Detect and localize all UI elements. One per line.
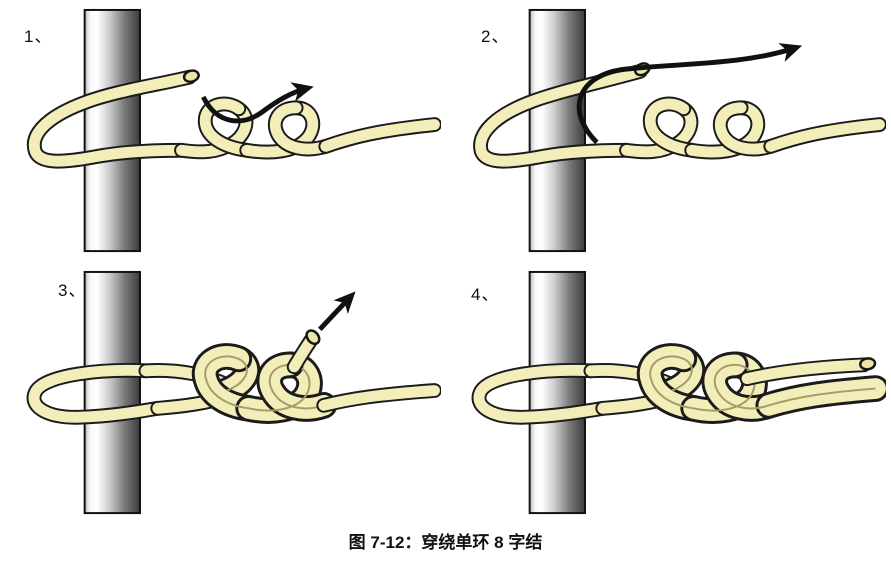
- step-1-illustration: [26, 8, 441, 253]
- pole: [528, 270, 586, 515]
- step-1-label: 1、: [24, 27, 53, 46]
- step-4-label: 4、: [471, 285, 500, 304]
- direction-arrow: [200, 82, 314, 124]
- rope-end-tip: [182, 69, 200, 83]
- direction-arrow: [317, 291, 356, 331]
- rope: [473, 62, 886, 169]
- step-2-panel: 2、: [445, 6, 891, 268]
- step-1-panel: 1、: [0, 6, 445, 268]
- step-3-panel: 3、: [0, 268, 445, 520]
- direction-arrow: [576, 43, 803, 145]
- knot: [191, 343, 337, 424]
- pole: [528, 8, 586, 253]
- pole: [83, 270, 141, 515]
- step-3-label: 3、: [58, 281, 87, 300]
- step-2-illustration: [473, 8, 886, 253]
- rope: [471, 343, 886, 425]
- knot: [636, 343, 886, 424]
- step-3-illustration: [26, 270, 441, 515]
- step-4-illustration: [471, 270, 886, 515]
- rope-end-tip: [859, 357, 877, 371]
- steps-grid: 1、: [0, 6, 891, 520]
- step-4-panel: 4、: [445, 268, 891, 520]
- rope: [26, 329, 441, 425]
- step-2-label: 2、: [481, 27, 510, 46]
- figure-caption: 图 7-12：穿绕单环 8 字结: [348, 533, 543, 552]
- rope: [26, 69, 441, 169]
- rope-end-tip: [304, 329, 320, 346]
- pole: [83, 8, 141, 253]
